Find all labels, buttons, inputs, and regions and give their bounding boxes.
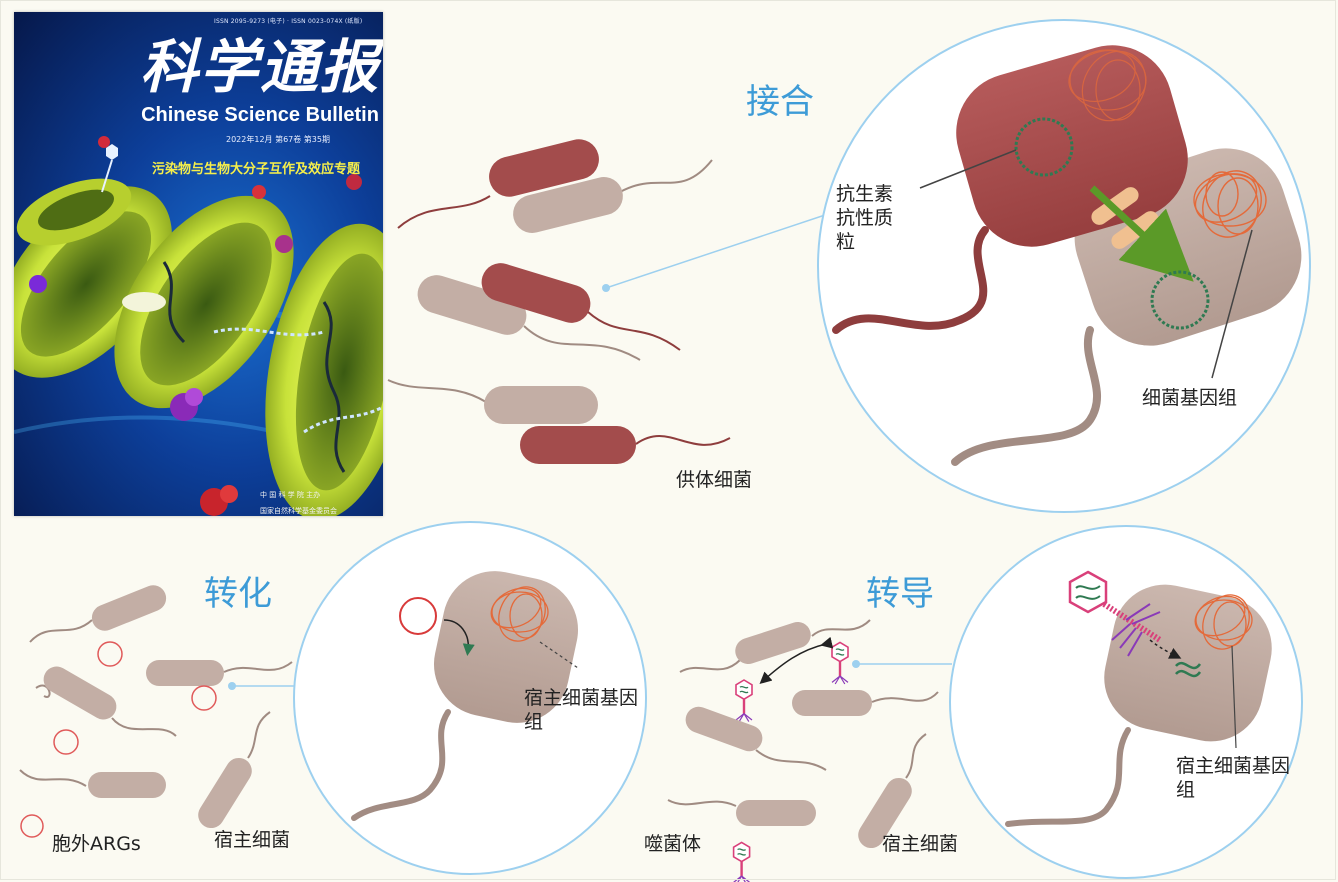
phage-transfer-arrow [759,636,834,684]
host-genome-label-transformation: 宿主细菌基因组 [524,687,639,733]
transfer-arrow [1089,185,1194,282]
conjugation-title: 接合 [746,82,814,122]
genome-pointer [1211,229,1253,379]
host-bacterium [685,706,763,752]
cover-publisher-line1: 中 国 科 学 院 主办 [260,491,321,499]
transformation-zoom [293,521,647,875]
extracellular-arg [97,641,123,667]
host-bacterium-large [433,571,579,723]
cover-bacterium-right [265,223,383,516]
host-bacterium [43,666,117,720]
host-bacterium [198,757,252,829]
cover-artwork [14,136,383,516]
phage-icon [830,641,850,686]
connector-dot [602,284,610,292]
genome-pointer [539,641,579,669]
host-bacterium [417,275,527,335]
conjugation-zoom-circle [817,19,1311,513]
host-bacteria-label-transduction: 宿主细菌 [882,833,959,855]
phage-icon [734,678,754,723]
injected-dna [1175,661,1202,678]
host-genome-label-transduction: 宿主细菌基因组 [1176,755,1291,801]
donor-bacterium [520,426,636,464]
phage-icon [732,841,751,882]
host-bacterium [91,585,167,631]
transformation-bacteria-group [19,585,293,838]
transduction-bacteria-group [667,619,939,882]
injection-arrow [1149,639,1182,659]
host-bacterium [735,621,811,665]
host-bacteria-label-transformation: 宿主细菌 [214,829,291,851]
transformation-title: 转化 [204,574,272,614]
connector-dot [228,682,236,690]
phage-label: 噬菌体 [644,833,702,855]
cover-bacterium-middle [114,195,294,409]
host-bacterium [88,772,166,798]
transduction-title: 转导 [866,574,934,614]
recipient-genome [1193,170,1267,238]
conjugation-zoom [817,19,1311,513]
extracellular-arg [191,685,217,711]
cover-title-cn: 科学通报 [140,33,381,101]
plasmid-recipient [1150,270,1210,330]
extracellular-arg [53,729,79,755]
host-bacterium [792,690,872,716]
host-bacterium [858,777,912,849]
donor-bacteria-label: 供体细菌 [676,469,753,491]
bacterial-genome-label: 细菌基因组 [1142,387,1238,409]
cover-publisher-line2: 国家自然科学基金委员会 [260,507,337,515]
extracellular-args-label: 胞外ARGs [52,833,141,855]
uptake-arrow [443,619,475,656]
host-genome [490,586,549,642]
host-bacterium [484,386,598,424]
cover-issn: ISSN 2095-9273 (电子) · ISSN 0023-074X (纸版… [214,18,363,25]
journal-cover: ISSN 2095-9273 (电子) · ISSN 0023-074X (纸版… [14,12,383,516]
plasmid-pointer [919,149,1017,189]
legend-arg-icon [20,814,44,838]
host-bacterium [513,177,623,233]
donor-genome [1068,49,1147,122]
free-arg [399,597,437,635]
plasmid-label: 抗生素抗性质粒 [836,183,894,253]
cover-bacterium-top [16,178,132,246]
donor-bacterium [481,263,591,323]
connector-dot [852,660,860,668]
conjugation-connector [605,213,829,289]
host-bacterium [146,660,224,686]
host-bacterium-large [1104,584,1272,742]
cover-title-en: Chinese Science Bulletin [141,104,379,126]
donor-bacterium [489,139,599,197]
genome-pointer [1231,645,1237,749]
phage-large [1068,570,1162,657]
transduction-zoom [949,525,1303,879]
cover-topic: 污染物与生物大分子互作及效应专题 [152,162,361,177]
plasmid-donor [1014,117,1074,177]
cover-issue: 2022年12月 第67卷 第35期 [226,135,330,144]
host-bacterium [736,800,816,826]
host-genome [1194,594,1253,650]
conjugation-bacteria-group [387,139,731,464]
